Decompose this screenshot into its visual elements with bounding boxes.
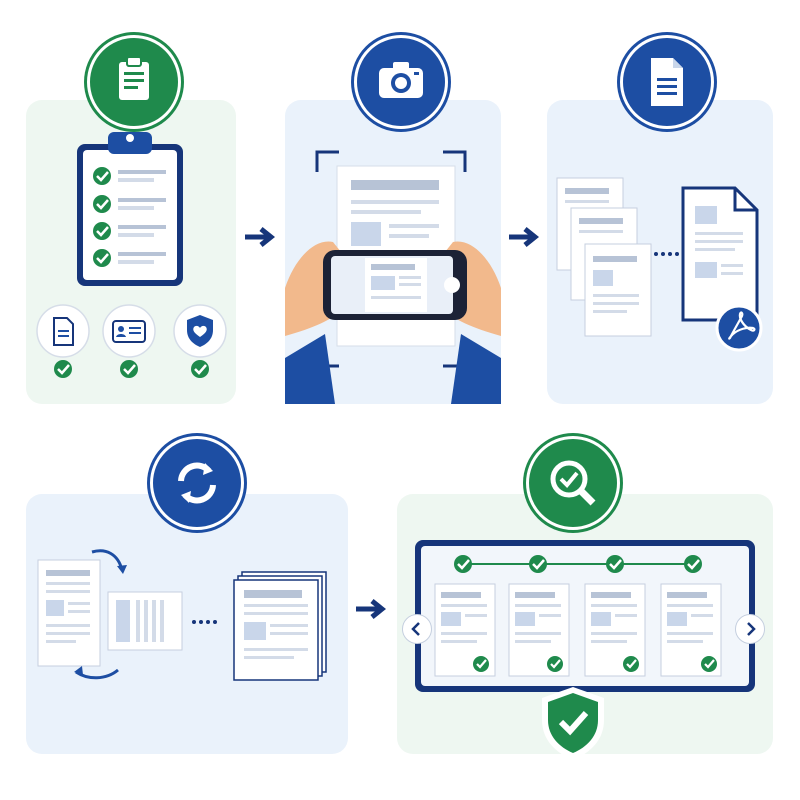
arrow-right-icon xyxy=(245,227,276,247)
pdf-document xyxy=(681,186,759,322)
id-card-icon xyxy=(112,320,146,343)
conversion-scene xyxy=(37,549,327,681)
id-card-circle xyxy=(102,304,156,378)
chevron-left-icon xyxy=(411,622,420,636)
page-thumbnail xyxy=(660,583,722,677)
source-page xyxy=(37,559,101,667)
page-thumbnails xyxy=(434,583,722,677)
phone-capture-scene xyxy=(285,150,501,404)
verified-shield-icon xyxy=(542,687,604,760)
document-badge xyxy=(620,35,714,129)
camera-badge xyxy=(354,35,448,129)
camera-icon xyxy=(379,62,423,98)
pdf-icon xyxy=(715,304,763,352)
magnifier-check-icon xyxy=(550,460,596,506)
page-thumbnail xyxy=(434,583,496,677)
page-stack-to-pdf xyxy=(556,177,763,352)
chevron-right-icon xyxy=(747,622,756,636)
next-page-button[interactable] xyxy=(735,614,765,644)
curved-arrow-icon xyxy=(75,668,119,680)
checklist-clipboard xyxy=(77,132,183,286)
sync-badge xyxy=(150,436,244,530)
scanned-pages-stack xyxy=(556,177,652,337)
arrow-right-icon xyxy=(509,227,540,247)
document-type-circle xyxy=(36,304,90,378)
sync-icon xyxy=(178,462,216,504)
shield-circle xyxy=(173,304,227,378)
previous-page-button[interactable] xyxy=(402,614,432,644)
review-screen xyxy=(415,540,755,692)
output-page-stack xyxy=(233,571,327,681)
review-badge xyxy=(526,436,620,530)
page-thumbnail xyxy=(508,583,570,677)
progress-checkpoints xyxy=(454,555,702,573)
clipboard-badge xyxy=(87,35,181,129)
ellipsis-dots xyxy=(192,620,217,624)
clipboard-icon xyxy=(119,56,149,100)
page-thumbnail xyxy=(584,583,646,677)
ellipsis-dots xyxy=(654,252,679,256)
arrow-right-icon xyxy=(356,599,387,619)
checklist-rows xyxy=(93,167,166,267)
document-icon xyxy=(651,58,683,106)
rotated-page xyxy=(107,591,183,651)
